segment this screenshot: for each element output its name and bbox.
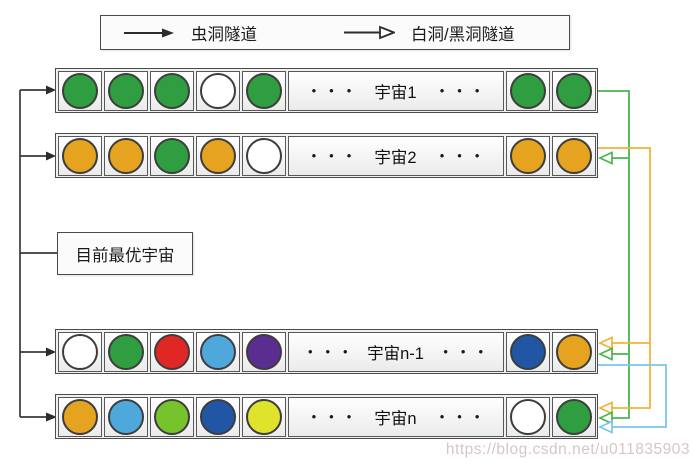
universe-cell bbox=[551, 331, 596, 372]
universe-cell bbox=[505, 70, 550, 111]
universe-cell bbox=[241, 135, 286, 176]
universe-n-1-label: 宇宙n-1 bbox=[367, 344, 424, 363]
universe-cell bbox=[241, 396, 286, 437]
universe-1-label: 宇宙1 bbox=[374, 83, 417, 102]
open-arrowhead-icon bbox=[597, 401, 613, 415]
whitehole-arrow-icon bbox=[344, 25, 395, 40]
universe-row-n-1: ••• 宇宙n-1 ••• bbox=[55, 329, 598, 374]
universe-cell bbox=[57, 331, 102, 372]
open-arrowhead-icon bbox=[597, 420, 613, 434]
universe-cell bbox=[241, 331, 286, 372]
universe-row-2: ••• 宇宙2 ••• bbox=[55, 133, 598, 178]
green-circle bbox=[107, 72, 144, 109]
universe-cell bbox=[241, 70, 286, 111]
green-circle bbox=[107, 333, 144, 370]
universe-cell bbox=[505, 396, 550, 437]
universe-cell bbox=[57, 396, 102, 437]
whitehole-legend-group: 白洞/黑洞隧道 bbox=[343, 21, 515, 45]
ellipsis-right: ••• bbox=[439, 409, 493, 424]
white-circle bbox=[245, 137, 282, 174]
open-arrowhead-icon bbox=[597, 411, 613, 425]
orange-circle bbox=[61, 398, 98, 435]
universe-cell bbox=[551, 396, 596, 437]
green-circle bbox=[61, 72, 98, 109]
purple-circle bbox=[245, 333, 282, 370]
universe-cell bbox=[551, 70, 596, 111]
universe-row-1: ••• 宇宙1 ••• bbox=[55, 68, 598, 113]
sky-circle bbox=[199, 333, 236, 370]
open-arrowhead-icon bbox=[597, 347, 613, 361]
universe-cell bbox=[551, 135, 596, 176]
white-circle bbox=[61, 333, 98, 370]
white-circle bbox=[509, 398, 546, 435]
universe-cell bbox=[195, 396, 240, 437]
wormhole-lines bbox=[19, 89, 58, 418]
ellipsis-left: ••• bbox=[311, 409, 365, 424]
ellipsis-right: ••• bbox=[443, 344, 497, 359]
universe-cell bbox=[195, 331, 240, 372]
universe-cell bbox=[195, 135, 240, 176]
tunnel-universe-2 bbox=[598, 147, 651, 409]
orange-circle bbox=[199, 137, 236, 174]
universe-cell bbox=[505, 135, 550, 176]
universe-cell bbox=[195, 70, 240, 111]
best-universe-label: 目前最优宇宙 bbox=[75, 246, 175, 265]
universe-cell bbox=[103, 396, 148, 437]
universe-cell bbox=[149, 70, 194, 111]
legend: 虫洞隧道 白洞/黑洞隧道 bbox=[100, 15, 570, 50]
universe-cell bbox=[103, 135, 148, 176]
wormhole-arrow-icon bbox=[124, 28, 174, 37]
ellipsis-left: ••• bbox=[311, 83, 365, 98]
universe-label-cell: ••• 宇宙1 ••• bbox=[287, 70, 504, 111]
yellow-circle bbox=[245, 398, 282, 435]
universe-cell bbox=[57, 70, 102, 111]
orange-circle bbox=[107, 137, 144, 174]
universe-label-cell: ••• 宇宙n-1 ••• bbox=[287, 331, 504, 372]
universe-cell bbox=[149, 396, 194, 437]
white-circle bbox=[199, 72, 236, 109]
lime-circle bbox=[153, 398, 190, 435]
green-circle bbox=[555, 72, 592, 109]
tunnel-universe-n-1 bbox=[598, 364, 667, 428]
orange-circle bbox=[555, 137, 592, 174]
wormhole-legend-label: 虫洞隧道 bbox=[191, 25, 257, 44]
universe-n-label: 宇宙n bbox=[374, 409, 417, 428]
watermark-url: https://blog.csdn.net/u011835903 bbox=[445, 441, 690, 458]
tunnel-universe-1 bbox=[598, 90, 630, 419]
universe-cell bbox=[505, 331, 550, 372]
tunnel-line-blue-main bbox=[598, 364, 667, 428]
best-universe-box: 目前最优宇宙 bbox=[57, 232, 193, 275]
universe-label-cell: ••• 宇宙2 ••• bbox=[287, 135, 504, 176]
red-circle bbox=[153, 333, 190, 370]
tunnel-line-green-main bbox=[598, 90, 630, 419]
green-circle bbox=[153, 72, 190, 109]
universe-cell bbox=[103, 70, 148, 111]
universe-2-label: 宇宙2 bbox=[374, 148, 417, 167]
tunnel-line-orange-main bbox=[598, 147, 651, 409]
open-arrowhead-icon bbox=[597, 336, 613, 350]
green-circle bbox=[245, 72, 282, 109]
tunnel-arrowheads bbox=[597, 151, 613, 434]
whitehole-legend-label: 白洞/黑洞隧道 bbox=[411, 25, 515, 44]
sky-circle bbox=[107, 398, 144, 435]
navy-circle bbox=[199, 398, 236, 435]
universe-cell bbox=[57, 135, 102, 176]
ellipsis-right: ••• bbox=[439, 148, 493, 163]
universe-cell bbox=[149, 135, 194, 176]
universe-label-cell: ••• 宇宙n ••• bbox=[287, 396, 504, 437]
open-arrowhead-icon bbox=[597, 151, 613, 165]
orange-circle bbox=[61, 137, 98, 174]
universe-cell bbox=[149, 331, 194, 372]
ellipsis-right: ••• bbox=[439, 83, 493, 98]
orange-circle bbox=[509, 137, 546, 174]
ellipsis-left: ••• bbox=[311, 148, 365, 163]
green-circle bbox=[153, 137, 190, 174]
green-circle bbox=[555, 398, 592, 435]
orange-circle bbox=[555, 333, 592, 370]
navy-circle bbox=[509, 333, 546, 370]
ellipsis-left: ••• bbox=[307, 344, 361, 359]
green-circle bbox=[509, 72, 546, 109]
universe-row-n: ••• 宇宙n ••• bbox=[55, 394, 598, 439]
universe-cell bbox=[103, 331, 148, 372]
